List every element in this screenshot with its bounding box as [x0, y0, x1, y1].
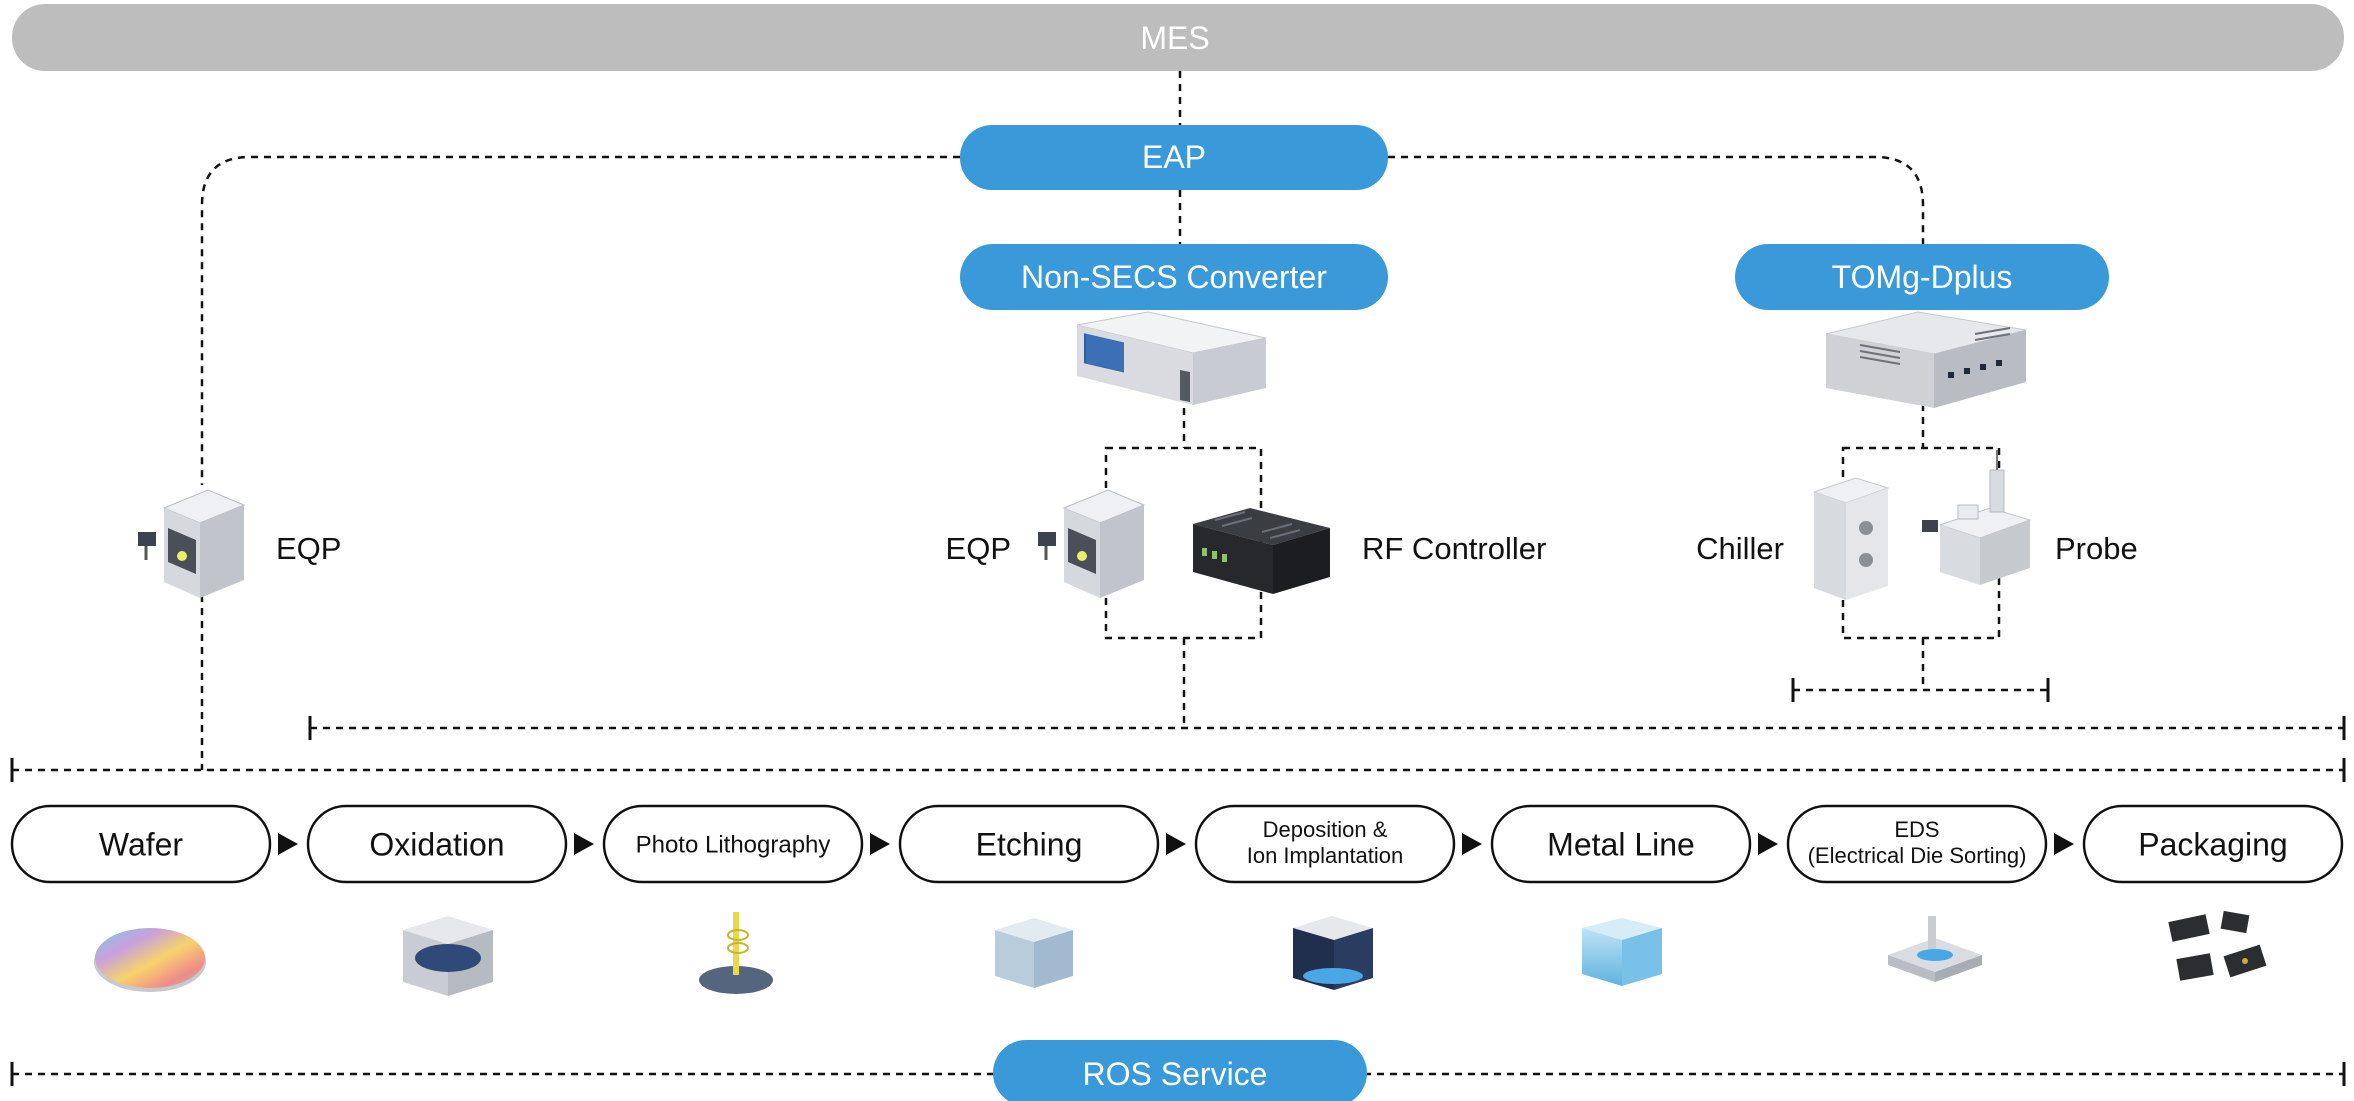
process-step-label: EDS	[1894, 817, 1939, 842]
process-step: Packaging	[2082, 804, 2344, 884]
process-step: Deposition &Ion Implantation	[1194, 804, 1456, 884]
ros-service: ROS Service	[10, 1040, 2346, 1101]
process-step-box	[10, 804, 272, 884]
flow-arrow-icon	[278, 833, 298, 855]
process-images	[94, 910, 2267, 996]
rf-controller-label: RF Controller	[1362, 531, 1546, 566]
process-step-box	[898, 804, 1160, 884]
packaging-image	[2168, 910, 2267, 981]
process-step-box	[1786, 804, 2048, 884]
mes-bar	[12, 4, 2344, 71]
process-step-label: Metal Line	[1547, 827, 1695, 863]
flow-arrow-icon	[574, 833, 594, 855]
process-step-box	[1490, 804, 1752, 884]
rf-controller-icon	[1193, 508, 1330, 594]
converter-node: Non-SECS Converter	[960, 244, 1388, 310]
process-step: Etching	[898, 804, 1160, 884]
eqp-mid-icon	[1038, 489, 1146, 598]
oxidation-image	[403, 916, 493, 996]
ros-label: ROS Service	[1083, 1056, 1268, 1092]
probe-icon	[1922, 450, 2032, 585]
chiller-label: Chiller	[1696, 531, 1784, 566]
flow-arrow-icon	[1758, 833, 1778, 855]
process-step: Photo Lithography	[602, 804, 864, 884]
process-step-label: Etching	[976, 827, 1083, 863]
process-step-label: Photo Lithography	[636, 832, 831, 859]
process-step: EDS(Electrical Die Sorting)	[1786, 804, 2048, 884]
eqp-left-label: EQP	[276, 531, 341, 566]
eap-label: EAP	[1142, 139, 1206, 175]
flow-arrow-icon	[2054, 833, 2074, 855]
process-step: Wafer	[10, 804, 272, 884]
process-step-label: (Electrical Die Sorting)	[1808, 843, 2027, 868]
probe-label: Probe	[2055, 531, 2138, 566]
process-step-box	[1194, 804, 1456, 884]
process-step-box	[306, 804, 568, 884]
etching-image	[995, 918, 1073, 988]
process-step-label: Wafer	[99, 827, 184, 863]
tomg-label: TOMg-Dplus	[1832, 259, 2013, 295]
chiller-icon	[1812, 477, 1890, 600]
process-step-label: Packaging	[2138, 827, 2287, 863]
process-step-label: Oxidation	[369, 827, 504, 863]
tomg-node: TOMg-Dplus	[1735, 244, 2109, 310]
process-step-box	[2082, 804, 2344, 884]
process-step-box	[602, 804, 864, 884]
process-flow: Wafer Oxidation Photo Lithography Etching De…	[10, 804, 2344, 884]
photo-lithography-image	[699, 912, 773, 994]
eap-node: EAP	[960, 125, 1388, 190]
process-step-label: Ion Implantation	[1247, 843, 1404, 868]
eqp-left-icon	[138, 489, 246, 598]
eds-image	[1888, 916, 1982, 982]
flow-arrow-icon	[1166, 833, 1186, 855]
process-step: Oxidation	[306, 804, 568, 884]
process-step: Metal Line	[1490, 804, 1752, 884]
process-step-label: Deposition &	[1263, 817, 1388, 842]
converter-label: Non-SECS Converter	[1021, 259, 1327, 295]
tomg-device-icon	[1825, 311, 2027, 408]
flow-arrow-icon	[870, 833, 890, 855]
flow-arrow-icon	[1462, 833, 1482, 855]
metal-line-image	[1582, 918, 1662, 986]
deposition-image	[1293, 916, 1373, 990]
eqp-mid-label: EQP	[946, 531, 1011, 566]
converter-server-icon	[1076, 311, 1267, 405]
mes-label: MES	[1140, 20, 1209, 56]
wafer-image	[94, 928, 206, 992]
